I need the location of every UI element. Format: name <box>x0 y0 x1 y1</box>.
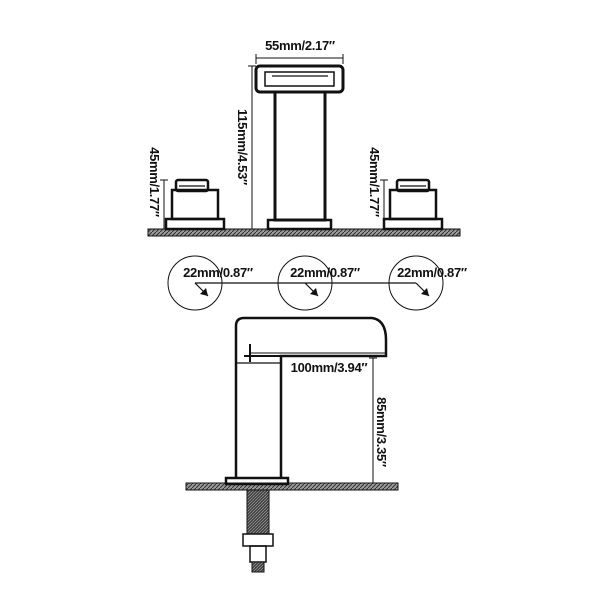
side-spout <box>224 316 388 486</box>
label-right-handle-height: 45mm/1.77″ <box>367 147 382 217</box>
dim-spout-height: 115mm/4.53″ <box>235 65 256 229</box>
label-spout-height-side: 85mm/3.35″ <box>374 397 389 467</box>
label-left-handle-height: 45mm/1.77″ <box>147 147 162 217</box>
side-shank <box>242 489 274 573</box>
dim-spout-height-side: 85mm/3.35″ <box>369 357 389 483</box>
label-hole-left: 22mm/0.87″ <box>183 265 253 280</box>
label-spout-height: 115mm/4.53″ <box>235 109 250 185</box>
front-right-handle <box>382 178 444 231</box>
front-view: 55mm/2.17″ 115mm/4.53″ 45mm/1.77″ 45mm/1… <box>147 38 461 237</box>
front-left-handle <box>164 178 226 231</box>
label-hole-center: 22mm/0.87″ <box>290 265 360 280</box>
dim-spout-reach: 100mm/3.94″ <box>250 352 386 375</box>
dim-left-handle-height: 45mm/1.77″ <box>147 147 168 229</box>
label-spout-reach: 100mm/3.94″ <box>291 360 368 375</box>
side-view: 100mm/3.94″ 85mm/3.35″ <box>185 316 399 573</box>
label-hole-right: 22mm/0.87″ <box>397 265 467 280</box>
dim-spout-width: 55mm/2.17″ <box>255 38 344 64</box>
front-spout <box>254 64 345 231</box>
hole-center: 22mm/0.87″ <box>277 255 360 311</box>
side-deck <box>185 482 399 491</box>
dim-right-handle-height: 45mm/1.77″ <box>367 147 388 229</box>
label-spout-width: 55mm/2.17″ <box>265 38 335 53</box>
hole-layout: 22mm/0.87″ 22mm/0.87″ 22mm/0.87″ <box>167 255 467 311</box>
hole-right: 22mm/0.87″ <box>388 255 467 311</box>
hole-left: 22mm/0.87″ <box>167 255 253 311</box>
